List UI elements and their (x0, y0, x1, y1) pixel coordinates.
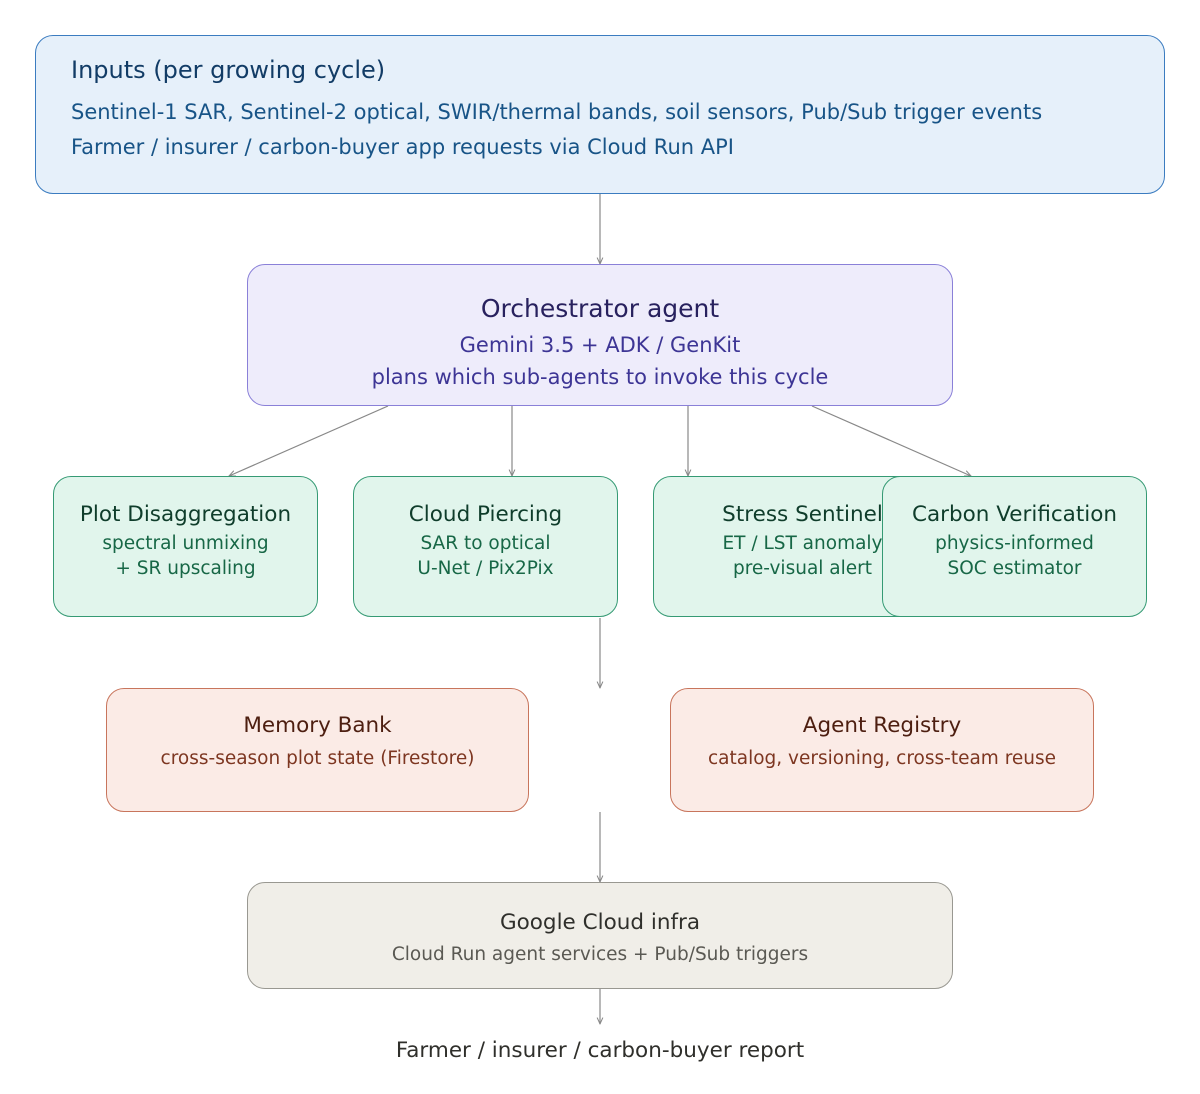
orchestrator-model-line: Gemini 3.5 + ADK / GenKit (459, 333, 741, 357)
memory-bank-box: Memory Bank cross-season plot state (Fir… (106, 688, 529, 812)
cloud-piercing-agent-box: Cloud Piercing SAR to optical U-Net / Pi… (353, 476, 618, 617)
inputs-sources-line: Sentinel-1 SAR, Sentinel-2 optical, SWIR… (71, 100, 1043, 124)
carbon-verification-agent-box: Carbon Verification physics-informed SOC… (882, 476, 1147, 617)
agent-detail-line: pre-visual alert (732, 558, 873, 579)
agent-detail-line: SAR to optical (420, 533, 551, 554)
memory-bank-title: Memory Bank (243, 713, 392, 738)
agent-title: Carbon Verification (911, 502, 1118, 527)
edge-orchestrator-to-plot-disaggregation (229, 405, 389, 477)
agent-detail-line: spectral unmixing (102, 533, 269, 554)
orchestrator-plan-line: plans which sub-agents to invoke this cy… (371, 365, 829, 389)
agent-detail-line: ET / LST anomaly (722, 533, 883, 554)
inputs-box: Inputs (per growing cycle) Sentinel-1 SA… (35, 35, 1165, 194)
agent-title: Stress Sentinel (722, 502, 883, 527)
memory-bank-detail: cross-season plot state (Firestore) (160, 748, 475, 769)
agent-registry-box: Agent Registry catalog, versioning, cros… (670, 688, 1094, 812)
infra-title: Google Cloud infra (499, 910, 701, 935)
orchestrator-title: Orchestrator agent (480, 294, 720, 323)
inputs-title: Inputs (per growing cycle) (71, 56, 386, 84)
agent-detail-line: + SR upscaling (115, 558, 256, 579)
agent-detail-line: SOC estimator (947, 558, 1082, 579)
agent-registry-title: Agent Registry (802, 713, 962, 738)
agent-detail-line: U-Net / Pix2Pix (417, 558, 554, 579)
orchestrator-agent-box: Orchestrator agent Gemini 3.5 + ADK / Ge… (247, 264, 953, 406)
plot-disaggregation-agent-box: Plot Disaggregation spectral unmixing + … (53, 476, 318, 617)
stress-sentinel-agent-box: Stress Sentinel ET / LST anomaly pre-vis… (653, 476, 918, 617)
edge-orchestrator-to-carbon-verification (811, 405, 971, 477)
agent-title: Plot Disaggregation (79, 502, 292, 527)
agent-title: Cloud Piercing (408, 502, 563, 527)
output-report-label: Farmer / insurer / carbon-buyer report (395, 1038, 805, 1063)
infra-detail: Cloud Run agent services + Pub/Sub trigg… (391, 944, 809, 965)
agent-detail-line: physics-informed (935, 533, 1094, 554)
google-cloud-infra-box: Google Cloud infra Cloud Run agent servi… (247, 882, 953, 989)
agent-registry-detail: catalog, versioning, cross-team reuse (707, 748, 1057, 769)
inputs-requests-line: Farmer / insurer / carbon-buyer app requ… (71, 135, 734, 159)
